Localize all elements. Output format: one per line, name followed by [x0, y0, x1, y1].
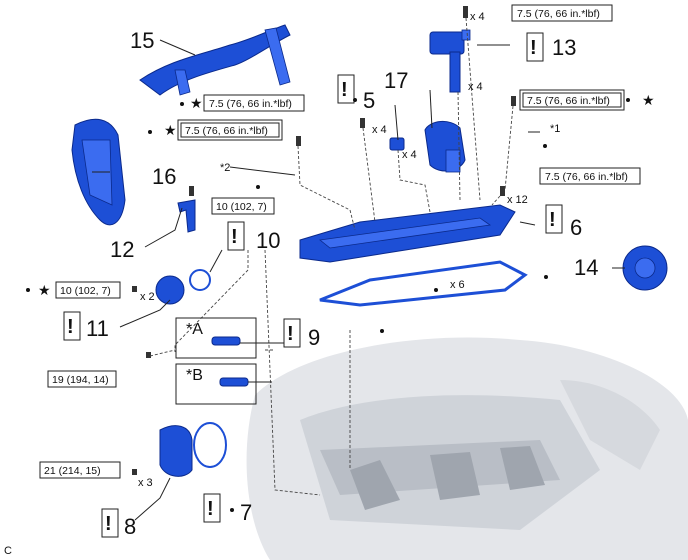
cylinder-head-cover-part	[299, 204, 516, 263]
warning-box-9: !	[283, 318, 301, 348]
qty-bottom: x 3	[138, 477, 153, 489]
sensor-part-9a	[211, 336, 241, 346]
callout-15: 15	[130, 28, 154, 53]
star-mid: ★	[190, 96, 203, 112]
group-box-b	[175, 363, 257, 405]
warning-box-10: !	[227, 221, 245, 251]
warning-box-7: !	[203, 493, 221, 523]
svg-text:!: !	[105, 513, 112, 535]
svg-text:7.5 (76, 66 in.*lbf): 7.5 (76, 66 in.*lbf)	[517, 8, 600, 20]
note-a: *A	[186, 321, 203, 338]
qty-top: x 4	[470, 11, 485, 23]
svg-text:!: !	[530, 37, 537, 59]
qty-gasket: x 6	[450, 279, 465, 291]
star-right: ★	[642, 93, 655, 109]
callout-5: 5	[363, 88, 375, 113]
svg-text:10 (102, 7): 10 (102, 7)	[60, 285, 111, 297]
callout-11: 11	[86, 316, 109, 341]
torque-label-ignition-right: 7.5 (76, 66 in.*lbf)	[519, 89, 625, 111]
warning-box-11: !	[63, 311, 81, 341]
dashed-leader-lines	[149, 17, 514, 496]
warning-box-5: !	[337, 74, 355, 104]
o-ring-part-7	[193, 422, 227, 468]
bullet-dots	[26, 98, 630, 512]
warning-box-6: !	[545, 204, 563, 234]
warning-box-8: !	[101, 508, 119, 538]
cover-part-8	[159, 425, 193, 477]
callout-7: 7	[240, 500, 252, 525]
group-box-a	[175, 317, 257, 359]
sensor-part-9b	[219, 377, 249, 387]
note-star-1: *1	[550, 123, 560, 135]
pump-part-11	[155, 269, 211, 305]
callout-12: 12	[110, 237, 134, 262]
torque-label-bracket: 10 (102, 7)	[211, 197, 275, 215]
torque-label-cover-right: 7.5 (76, 66 in.*lbf)	[539, 167, 641, 185]
star-pump: ★	[38, 283, 51, 299]
svg-text:!: !	[341, 79, 348, 101]
torque-label-mid: 7.5 (76, 66 in.*lbf)	[203, 94, 305, 112]
svg-text:10 (102, 7): 10 (102, 7)	[216, 201, 267, 213]
bolt-icons	[132, 6, 516, 475]
svg-text:!: !	[207, 498, 214, 520]
wire-harness-part	[139, 24, 291, 96]
qty-mid: x 4	[372, 124, 387, 136]
ignition-coil-part	[429, 29, 471, 93]
svg-text:7.5 (76, 66 in.*lbf): 7.5 (76, 66 in.*lbf)	[185, 125, 268, 137]
svg-text:!: !	[287, 323, 294, 345]
svg-text:7.5 (76, 66 in.*lbf): 7.5 (76, 66 in.*lbf)	[545, 171, 628, 183]
svg-text:7.5 (76, 66 in.*lbf): 7.5 (76, 66 in.*lbf)	[527, 95, 610, 107]
svg-text:19 (194, 14): 19 (194, 14)	[52, 374, 109, 386]
torque-label-left-top: 7.5 (76, 66 in.*lbf)	[177, 119, 283, 141]
callout-16: 16	[152, 164, 176, 189]
solid-leader-lines	[92, 39, 625, 521]
vacuum-pump-part-14	[622, 245, 668, 291]
warning-box-13: !	[526, 32, 544, 62]
callout-14: 14	[574, 255, 598, 280]
note-b: *B	[186, 367, 203, 384]
callout-10: 10	[256, 228, 280, 253]
qty-pump: x 2	[140, 291, 155, 303]
callout-17: 17	[384, 68, 408, 93]
callout-13: 13	[552, 35, 576, 60]
torque-label-pump: 10 (102, 7)	[55, 281, 121, 299]
sensor-part-5	[389, 137, 405, 151]
star-left-top: ★	[164, 123, 177, 139]
engine-background-illustration	[246, 337, 688, 560]
corner-label: C	[4, 545, 12, 557]
qty-part17: x 4	[402, 149, 417, 161]
note-star-2: *2	[220, 162, 230, 174]
svg-text:7.5 (76, 66 in.*lbf): 7.5 (76, 66 in.*lbf)	[209, 98, 292, 110]
svg-text:!: !	[67, 316, 74, 338]
torque-label-21: 21 (214, 15)	[39, 461, 121, 479]
callout-6: 6	[570, 215, 582, 240]
qty-coil: x 4	[468, 81, 483, 93]
head-cover-gasket-part	[319, 260, 528, 307]
qty-cover: x 12	[507, 194, 528, 206]
bracket-part-12	[177, 199, 196, 233]
svg-text:!: !	[549, 209, 556, 231]
torque-label-19: 19 (194, 14)	[47, 370, 117, 388]
callout-8: 8	[124, 514, 136, 539]
svg-text:!: !	[231, 226, 238, 248]
torque-label-top-right: 7.5 (76, 66 in.*lbf)	[511, 4, 613, 22]
callout-9: 9	[308, 325, 320, 350]
svg-text:21 (214, 15): 21 (214, 15)	[44, 465, 101, 477]
housing-part-17	[424, 121, 466, 173]
